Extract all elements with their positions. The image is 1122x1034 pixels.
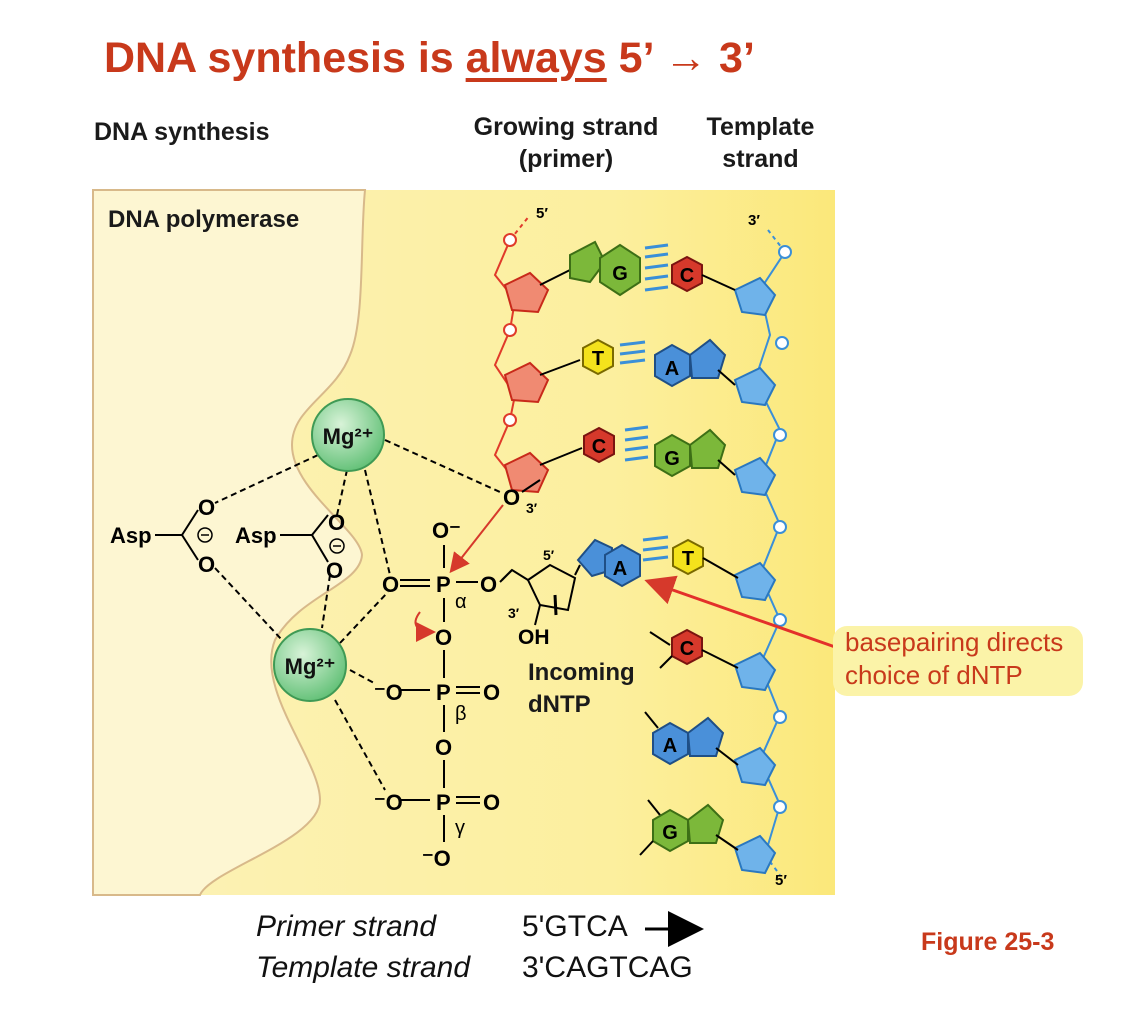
template-unpaired-base-1: C bbox=[680, 638, 694, 660]
svg-text:O: O bbox=[382, 572, 399, 597]
svg-text:O: O bbox=[483, 790, 500, 815]
template-unpaired-base-3: G bbox=[662, 822, 678, 844]
primer-base-3: C bbox=[592, 436, 606, 458]
template-unpaired-a-ring5 bbox=[686, 716, 725, 757]
coordination-bonds bbox=[214, 439, 501, 791]
primer-base-t bbox=[582, 338, 614, 376]
primer-strand-label: Primer strand bbox=[256, 910, 437, 943]
alpha-label: α bbox=[455, 591, 467, 613]
template-base-4: T bbox=[682, 548, 694, 570]
primer-backbone bbox=[493, 239, 517, 481]
template-base-g-ring6 bbox=[654, 433, 691, 478]
figure-label: Figure 25-3 bbox=[921, 928, 1055, 956]
svg-text:O: O bbox=[435, 625, 452, 650]
primer-base-g-ring5 bbox=[569, 240, 607, 284]
header-growing-strand: Growing strand(primer) bbox=[473, 113, 659, 173]
template-phosphates bbox=[773, 245, 792, 814]
gamma-label: γ bbox=[455, 817, 465, 839]
page-title: DNA synthesis is always 5’ → 3’ bbox=[104, 34, 755, 82]
primer-phosphates bbox=[503, 233, 517, 427]
beta-phosphorus: P bbox=[436, 680, 451, 705]
primer-base-1: G bbox=[612, 263, 628, 285]
template-base-t bbox=[672, 538, 704, 576]
template-unpaired-a-ring6 bbox=[652, 721, 689, 766]
template-unpaired-g-ring5 bbox=[686, 803, 725, 844]
primer-strand-sequence: 5'GTCA bbox=[522, 910, 628, 943]
incoming-base-label: A bbox=[613, 558, 627, 580]
incoming-dntp-line2: dNTP bbox=[528, 691, 591, 718]
primer-base-2: T bbox=[592, 348, 604, 370]
svg-text:O: O bbox=[328, 510, 345, 535]
svg-text:⁻O: ⁻O bbox=[374, 680, 403, 705]
beta-label: β bbox=[455, 703, 467, 725]
incoming-sugar bbox=[526, 563, 577, 612]
asp-right-label: Asp bbox=[235, 523, 277, 548]
enzyme-label: DNA polymerase bbox=[108, 206, 299, 233]
svg-text:O⁻: O⁻ bbox=[432, 518, 461, 543]
svg-text:3′: 3′ bbox=[526, 500, 538, 516]
svg-text:5′: 5′ bbox=[543, 547, 555, 563]
primer-3prime-oxygen: O bbox=[503, 485, 520, 510]
template-strand-label: Template strand bbox=[256, 951, 471, 984]
incoming-dntp-line1: Incoming bbox=[528, 659, 635, 686]
asp-left-label: Asp bbox=[110, 523, 152, 548]
header-dna-synthesis: DNA synthesis bbox=[94, 118, 270, 146]
hydroxyl-label: OH bbox=[518, 626, 550, 649]
template-base-g-ring5 bbox=[688, 428, 727, 469]
primer-base-c bbox=[583, 426, 615, 464]
svg-text:⁻O: ⁻O bbox=[374, 790, 403, 815]
primer-5prime-label: 5′ bbox=[536, 205, 548, 222]
bond-break-arrow bbox=[414, 611, 436, 642]
mg-ion-top bbox=[311, 398, 385, 472]
nucleophilic-attack-arrow bbox=[449, 504, 504, 574]
template-base-2: A bbox=[665, 358, 679, 380]
template-base-a-ring5 bbox=[688, 338, 727, 379]
template-sugars bbox=[733, 276, 777, 875]
svg-text:O: O bbox=[198, 495, 215, 520]
template-base-3: G bbox=[664, 448, 680, 470]
hydrogen-bonds bbox=[619, 243, 669, 562]
template-base-c bbox=[671, 255, 703, 293]
svg-text:Mg²⁺: Mg²⁺ bbox=[285, 654, 336, 679]
polymerase-shape bbox=[92, 189, 367, 896]
primer-base-g-ring6 bbox=[599, 243, 641, 297]
svg-text:O: O bbox=[198, 552, 215, 577]
incoming-base-a-ring6 bbox=[604, 543, 641, 588]
template-strand-sequence: 3'CAGTCAG bbox=[522, 951, 693, 984]
svg-text:3′: 3′ bbox=[508, 605, 520, 621]
gamma-phosphorus: P bbox=[436, 790, 451, 815]
template-3prime-label: 3′ bbox=[748, 212, 760, 229]
svg-text:Mg²⁺: Mg²⁺ bbox=[323, 424, 374, 449]
svg-text:O: O bbox=[480, 572, 497, 597]
svg-text:⁻O: ⁻O bbox=[422, 846, 451, 871]
template-base-1: C bbox=[680, 265, 694, 287]
annotation-arrow bbox=[644, 575, 839, 650]
primer-sugars bbox=[503, 271, 550, 494]
title-emphasis: always bbox=[465, 34, 607, 82]
svg-text:O: O bbox=[435, 735, 452, 760]
basepairing-annotation: basepairing directs choice of dNTP bbox=[833, 626, 1083, 696]
alpha-phosphorus: P bbox=[436, 572, 451, 597]
svg-text:O: O bbox=[483, 680, 500, 705]
template-unpaired-base-2: A bbox=[663, 735, 677, 757]
mg-ion-bottom bbox=[273, 628, 347, 702]
template-base-a-ring6 bbox=[654, 343, 691, 388]
template-5prime-label: 5′ bbox=[775, 872, 787, 889]
